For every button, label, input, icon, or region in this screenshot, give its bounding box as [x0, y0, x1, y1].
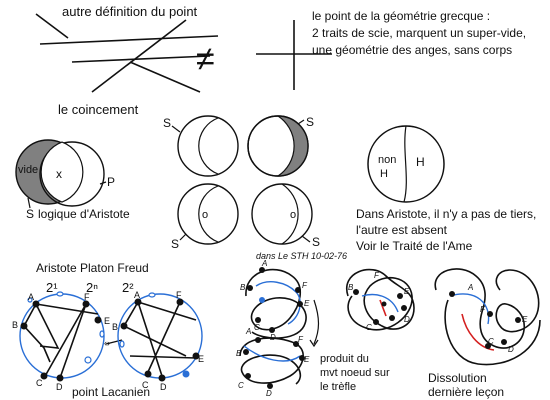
label-apf: Aristote Platon Freud — [36, 261, 149, 275]
intersection-lens — [40, 141, 84, 203]
line-1 — [35, 13, 69, 39]
line-3 — [71, 55, 211, 63]
plus-cross-figure — [256, 20, 332, 90]
svg-text:E: E — [304, 355, 310, 364]
open-circle-left: o S — [171, 183, 239, 251]
svg-text:B: B — [240, 283, 246, 292]
svg-text:D: D — [266, 389, 272, 398]
grec-line-1: le point de la géométrie grecque : — [312, 9, 490, 23]
svg-text:A: A — [134, 290, 140, 300]
label-p: P — [107, 175, 115, 189]
venn-aristote: vide x P S logique d'Aristote — [15, 139, 130, 221]
power-n: 2ⁿ — [86, 280, 98, 295]
svg-text:B: B — [12, 320, 18, 330]
svg-text:F: F — [480, 305, 486, 314]
svg-text:F: F — [298, 335, 304, 344]
svg-text:B: B — [236, 349, 242, 358]
svg-text:F: F — [84, 292, 90, 302]
svg-text:E: E — [522, 315, 528, 324]
produit-line-1: produit du — [320, 353, 369, 365]
dissolution-knot: A F E D C — [434, 268, 541, 366]
svg-text:A: A — [28, 292, 34, 302]
knot-lower: A B C D E F — [236, 327, 310, 398]
label-logique: logique d'Aristote — [38, 207, 130, 221]
power-2: 2² — [122, 280, 134, 295]
apf-circle-2: A B C D E F — [112, 290, 204, 392]
dissolution-line-2: dernière leçon — [428, 385, 504, 399]
p-leader — [99, 181, 107, 185]
label-non: non — [378, 154, 396, 166]
label-sth: dans Le STH 10-02-76 — [256, 251, 347, 261]
svg-text:‹›: ‹› — [104, 338, 110, 348]
x-mark: x — [56, 167, 62, 181]
line-5 — [129, 61, 201, 93]
not-equal-sign: ≠ — [196, 40, 215, 78]
filled-circle-left: S — [163, 115, 239, 177]
label-s-fill-left: S — [163, 116, 171, 130]
line-4 — [91, 19, 187, 93]
h-circle: non H H — [367, 125, 445, 203]
label-h: H — [416, 155, 425, 169]
svg-text:F: F — [374, 271, 380, 280]
title-autre-definition: autre définition du point — [62, 4, 198, 19]
svg-text:D: D — [56, 382, 63, 392]
label-non-h: H — [380, 168, 388, 180]
svg-text:B: B — [112, 322, 118, 332]
o-right: o — [290, 209, 296, 221]
line-2 — [39, 35, 219, 45]
svg-text:C: C — [36, 378, 43, 388]
circle-p — [39, 141, 105, 207]
label-vide: vide — [18, 164, 38, 176]
double-arrow — [105, 339, 123, 345]
grec-line-2: 2 traits de scie, marquent un super-vide… — [312, 26, 526, 40]
svg-text:E: E — [304, 299, 310, 308]
dissolution-line-1: Dissolution — [428, 371, 487, 385]
svg-text:C: C — [254, 323, 260, 332]
svg-text:E: E — [404, 287, 410, 296]
crossing-lines-figure — [35, 13, 219, 93]
svg-text:E: E — [104, 316, 110, 326]
aristote-line-3: Voir le Traité de l'Ame — [356, 239, 473, 253]
o-left: o — [202, 209, 208, 221]
svg-text:F: F — [302, 281, 308, 290]
label-s-open-left: S — [171, 237, 179, 251]
svg-text:D: D — [160, 382, 167, 392]
label-s-open-right: S — [312, 235, 320, 249]
svg-text:A: A — [261, 259, 267, 268]
knot-upper: A B C D E F — [240, 259, 310, 342]
svg-text:C: C — [142, 380, 149, 390]
svg-text:A: A — [467, 283, 473, 292]
arrow-curve — [313, 299, 320, 345]
power-1: 2¹ — [46, 280, 58, 295]
svg-text:D: D — [404, 315, 410, 324]
svg-text:F: F — [176, 290, 182, 300]
svg-text:E: E — [198, 354, 204, 364]
open-circle-right: o S — [251, 183, 320, 249]
aristote-line-1: Dans Aristote, il n'y a pas de tiers, — [356, 207, 536, 221]
aristote-line-2: l'autre est absent — [356, 223, 448, 237]
label-point-lacanien: point Lacanien — [72, 385, 150, 399]
apf-circle-1: A B C D E F — [12, 291, 110, 392]
svg-text:D: D — [508, 345, 514, 354]
trefoil-knot: B F E D C — [345, 268, 415, 332]
label-s: S — [26, 207, 34, 221]
label-coincement: le coincement — [58, 102, 139, 117]
filled-circle-right: S — [247, 115, 314, 177]
label-s-fill-right: S — [306, 115, 314, 129]
svg-text:C: C — [488, 337, 494, 346]
svg-text:A: A — [245, 327, 251, 336]
produit-line-2: mvt noeud sur — [320, 367, 390, 379]
svg-text:C: C — [238, 381, 244, 390]
produit-line-3: le trèfle — [320, 381, 356, 393]
svg-text:C: C — [366, 323, 372, 332]
svg-text:B: B — [348, 283, 354, 292]
s-leader — [27, 197, 31, 209]
grec-line-3: une géométrie des anges, sans corps — [312, 43, 512, 57]
